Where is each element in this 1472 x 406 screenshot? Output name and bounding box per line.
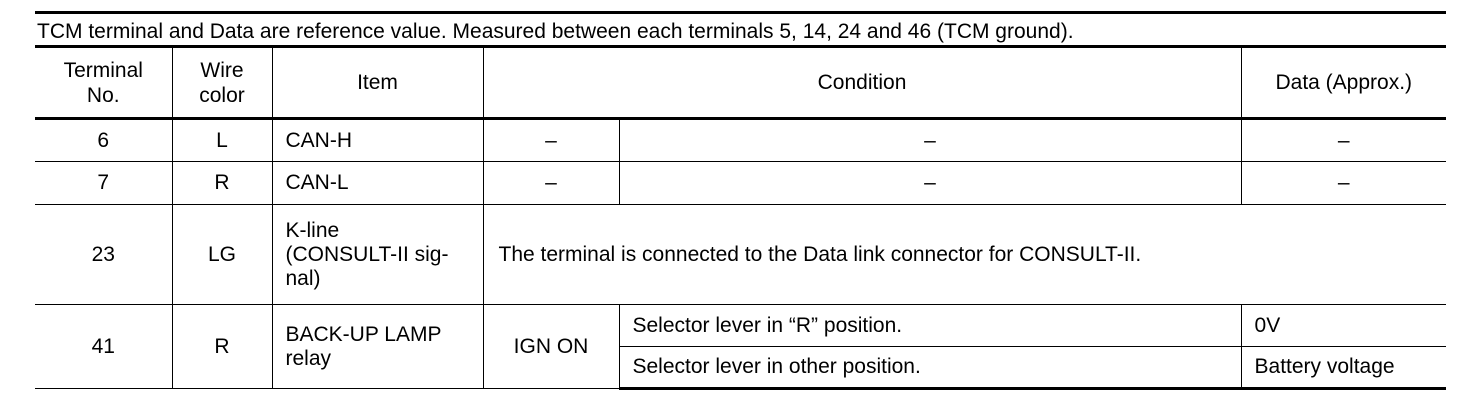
header-wire-line2: color: [199, 83, 245, 107]
item-line: (CONSULT-II sig-: [285, 242, 449, 266]
cell-terminal: 41: [35, 304, 173, 389]
header-item: Item: [271, 45, 484, 120]
table-row: 41 R BACK-UP LAMP relay IGN ON Selector …: [35, 304, 1447, 389]
cell-wire: L: [171, 118, 273, 162]
cell-data: Battery voltage: [1240, 346, 1447, 390]
item-line: nal): [285, 266, 321, 290]
table-note: TCM terminal and Data are reference valu…: [37, 20, 1074, 43]
header-condition: Condition: [482, 45, 1242, 120]
cell-terminal: 23: [35, 204, 173, 305]
cell-wire: LG: [171, 204, 273, 305]
cell-data: –: [1240, 161, 1447, 205]
table-row: 6 L CAN-H – – –: [35, 118, 1447, 162]
cell-item: CAN-L: [271, 161, 484, 205]
cell-terminal: 6: [35, 118, 173, 162]
header-wire-line1: Wire: [200, 58, 244, 82]
table-row: Selector lever in other position. Batter…: [35, 346, 1447, 390]
item-line: relay: [285, 346, 332, 370]
item-line: K-line: [285, 218, 340, 242]
cell-item: BACK-UP LAMP relay: [271, 304, 484, 389]
header-data: Data (Approx.): [1240, 45, 1447, 120]
cell-condition-a: –: [482, 161, 620, 205]
cell-condition-b: –: [618, 161, 1242, 205]
cell-wire: R: [171, 161, 273, 205]
cell-item: CAN-H: [271, 118, 484, 162]
cell-wire: R: [171, 304, 273, 389]
table-row: 23 LG K-line (CONSULT-II sig- nal) The t…: [35, 204, 1447, 305]
cell-data: –: [1240, 118, 1447, 162]
table-row: 7 R CAN-L – – –: [35, 161, 1447, 205]
header-terminal-no: Terminal No.: [35, 45, 173, 120]
top-rule: [35, 11, 1446, 14]
cell-condition-b: –: [618, 118, 1242, 162]
header-terminal-line1: Terminal: [63, 58, 143, 82]
cell-condition-b: Selector lever in other position.: [619, 346, 1242, 390]
cell-terminal: 7: [35, 161, 173, 205]
cell-data: 0V: [1240, 304, 1447, 347]
header-wire-color: Wire color: [171, 45, 273, 120]
cell-condition-merged: The terminal is connected to the Data li…: [482, 204, 1447, 305]
cell-condition-a: –: [482, 118, 620, 162]
cell-condition-a: IGN ON: [482, 304, 620, 389]
cell-item: K-line (CONSULT-II sig- nal): [271, 204, 484, 305]
cell-condition-b: Selector lever in “R” position.: [618, 304, 1242, 347]
header-terminal-line2: No.: [86, 83, 120, 107]
terminal-table: Terminal No. Wire color Item Condition D…: [35, 45, 1447, 390]
header-row: Terminal No. Wire color Item Condition D…: [35, 45, 1447, 120]
item-line: BACK-UP LAMP: [285, 322, 442, 346]
